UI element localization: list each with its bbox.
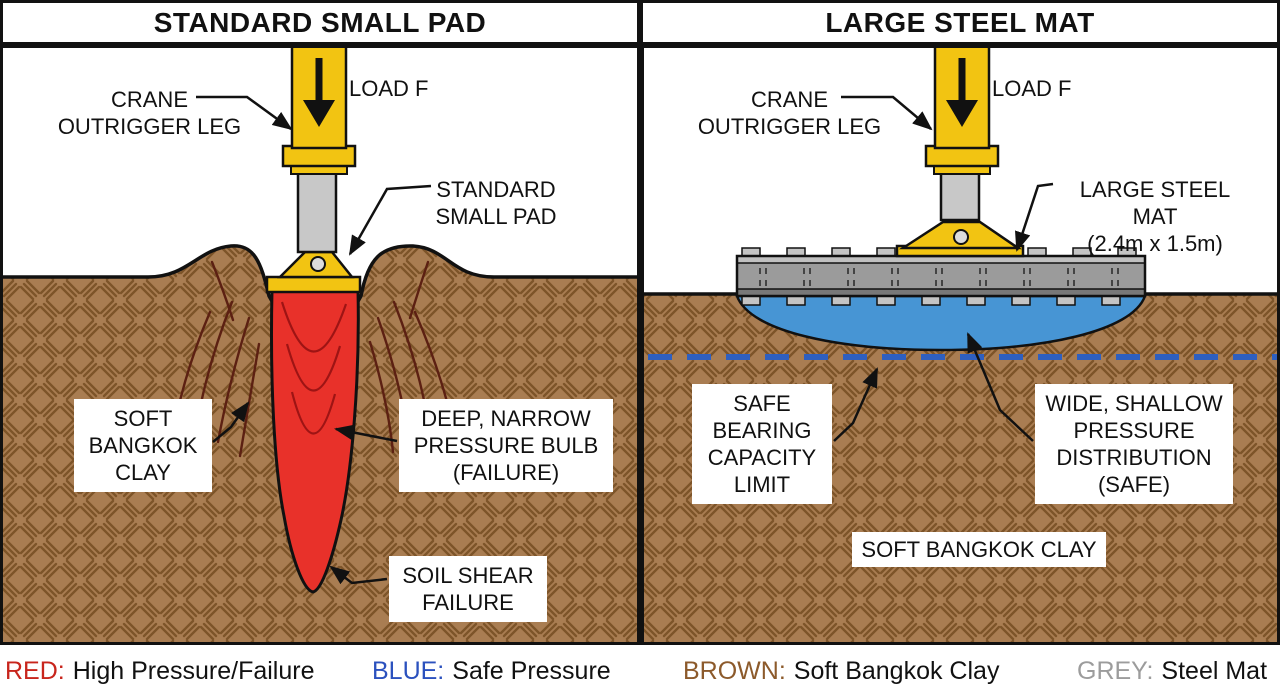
bracket-pin [310, 256, 326, 272]
mat-top-strip [737, 256, 1145, 263]
legend-text-blue: Safe Pressure [452, 657, 611, 685]
left-panel-graphics [0, 45, 642, 645]
legend-item-red: RED: High Pressure/Failure [5, 645, 315, 698]
load-f-label-right: LOAD F [992, 76, 1072, 101]
outer-frame [0, 45, 1280, 645]
outrigger-left [265, 45, 362, 294]
legend-key-red: RED: [5, 657, 65, 685]
steel-mat [735, 247, 1147, 306]
legend-item-blue: BLUE: Safe Pressure [372, 645, 611, 698]
legend-text-brown: Soft Bangkok Clay [793, 657, 1000, 685]
legend-key-brown: BROWN: [683, 657, 786, 685]
bulb-pressure-contours [280, 301, 348, 435]
legend-key-grey: GREY: [1077, 657, 1154, 685]
leaders-right [833, 95, 1054, 442]
leaders-left [196, 95, 432, 585]
shear-cracks [174, 260, 453, 458]
legend-key-blue: BLUE: [372, 657, 445, 685]
title-bar: STANDARD SMALL PAD LARGE STEEL MAT [0, 0, 1280, 45]
legend-text-red: High Pressure/Failure [72, 657, 315, 685]
legend-text-grey: Steel Mat [1161, 657, 1268, 685]
load-arrow-left [303, 58, 335, 127]
standard-small-pad-label: STANDARD SMALL PAD [435, 177, 557, 229]
bracket-pin [953, 229, 969, 245]
pressure-zone-safe [735, 294, 1147, 352]
load-arrow-right [946, 58, 978, 127]
legend-item-brown: BROWN: Soft Bangkok Clay [683, 645, 999, 698]
panel-title-right: LARGE STEEL MAT [825, 6, 1095, 38]
panel-title-left: STANDARD SMALL PAD [3, 3, 643, 42]
soft-bangkok-clay-box-left: SOFT BANGKOK CLAY [74, 399, 212, 492]
diagram-area: CRANE OUTRIGGER LEG LOAD F STANDARD SMAL… [0, 45, 1280, 645]
leg-cylinder [296, 166, 338, 254]
mat-bottom-bolts [741, 295, 1121, 306]
panel-divider [637, 45, 644, 645]
crane-outrigger-leg-label-left: CRANE OUTRIGGER LEG [57, 87, 242, 139]
ground-surface-left-2 [355, 244, 642, 305]
leg-cylinder [939, 166, 981, 222]
soft-bangkok-clay-box-right: SOFT BANGKOK CLAY [852, 532, 1106, 567]
large-steel-mat-label: LARGE STEEL MAT (2.4m x 1.5m) [1079, 177, 1231, 256]
ground-surface-left [0, 244, 275, 305]
load-f-label-left: LOAD F [349, 76, 429, 101]
wide-shallow-pressure-distribution-box: WIDE, SHALLOW PRESSURE DISTRIBUTION (SAF… [1035, 384, 1233, 504]
outrigger-right [895, 45, 1025, 258]
legend-item-grey: GREY: Steel Mat [1077, 645, 1267, 698]
color-legend: RED: High Pressure/Failure BLUE: Safe Pr… [0, 645, 1280, 698]
deep-narrow-pressure-bulb-box: DEEP, NARROW PRESSURE BULB (FAILURE) [399, 399, 613, 492]
soil-shear-failure-box: SOIL SHEAR FAILURE [389, 556, 547, 622]
crane-outrigger-leg-label-right: CRANE OUTRIGGER LEG [697, 87, 882, 139]
mat-bottom-strip [737, 289, 1145, 296]
small-pad [265, 275, 362, 294]
mat-rivets [759, 268, 1119, 286]
safe-bearing-capacity-limit-box: SAFE BEARING CAPACITY LIMIT [692, 384, 832, 504]
